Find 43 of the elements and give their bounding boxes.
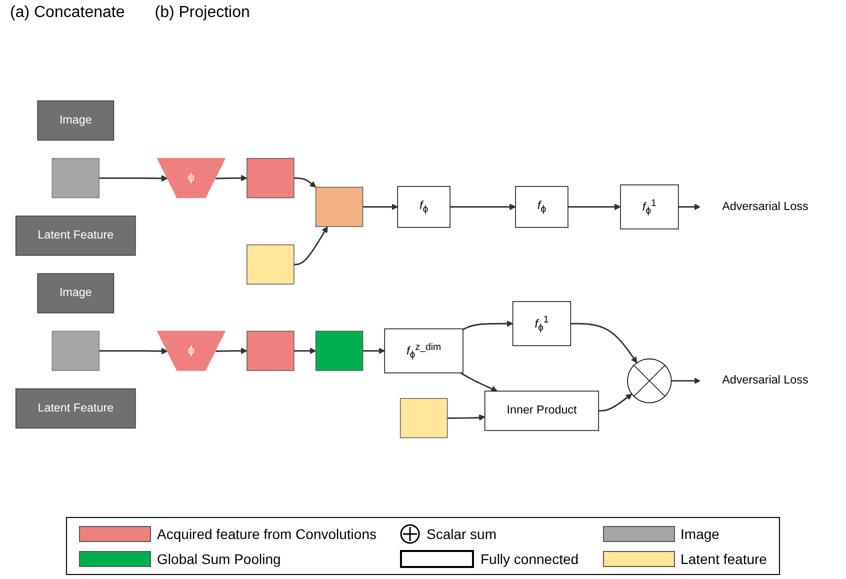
arrow (568, 204, 621, 210)
node-bar (246, 158, 294, 198)
arrow (450, 204, 516, 210)
arrow (460, 372, 498, 392)
arrow (99, 175, 168, 182)
legend-label: Image (680, 526, 720, 542)
node-box: Image (37, 100, 114, 141)
node-bar (400, 398, 448, 438)
node-box: Latent Feature (15, 216, 136, 256)
arrow (99, 348, 168, 354)
node-bar (315, 187, 364, 228)
legend-label: Acquired feature from Convolutions (157, 526, 376, 542)
node-bar (246, 331, 294, 372)
arrow (678, 204, 700, 210)
arrow (570, 323, 638, 364)
arrow (462, 320, 514, 330)
legend-label: Latent feature (680, 551, 767, 567)
legend-label: Fully connected (480, 551, 579, 567)
node-text: Adversarial Loss (722, 200, 808, 213)
node-bar (315, 331, 364, 372)
node-box: f$_{ϕ}$ (515, 186, 568, 228)
arrow (294, 226, 328, 266)
arrow (216, 348, 248, 354)
panel-heading: (b) Projection (154, 4, 250, 22)
legend-label: Scalar sum (426, 526, 497, 542)
node-text: Adversarial Loss (722, 374, 808, 387)
arrow (294, 348, 316, 354)
arrow (362, 348, 385, 354)
node-box (52, 158, 100, 198)
arrow (362, 204, 398, 210)
arrow (671, 378, 700, 384)
node-box: Inner Product (484, 390, 599, 432)
arrow (598, 394, 632, 412)
arrow (447, 414, 486, 421)
node-box: Image (37, 273, 114, 314)
legend-label: Global Sum Pooling (157, 551, 281, 567)
arrow (216, 175, 248, 182)
node-bar (246, 244, 294, 285)
node-box (52, 331, 100, 372)
node-box: f$_{ϕ}$ (397, 186, 450, 228)
panel-heading: (a) Concatenate (10, 4, 125, 22)
arrow (294, 178, 316, 188)
node-box: Latent Feature (15, 388, 136, 429)
